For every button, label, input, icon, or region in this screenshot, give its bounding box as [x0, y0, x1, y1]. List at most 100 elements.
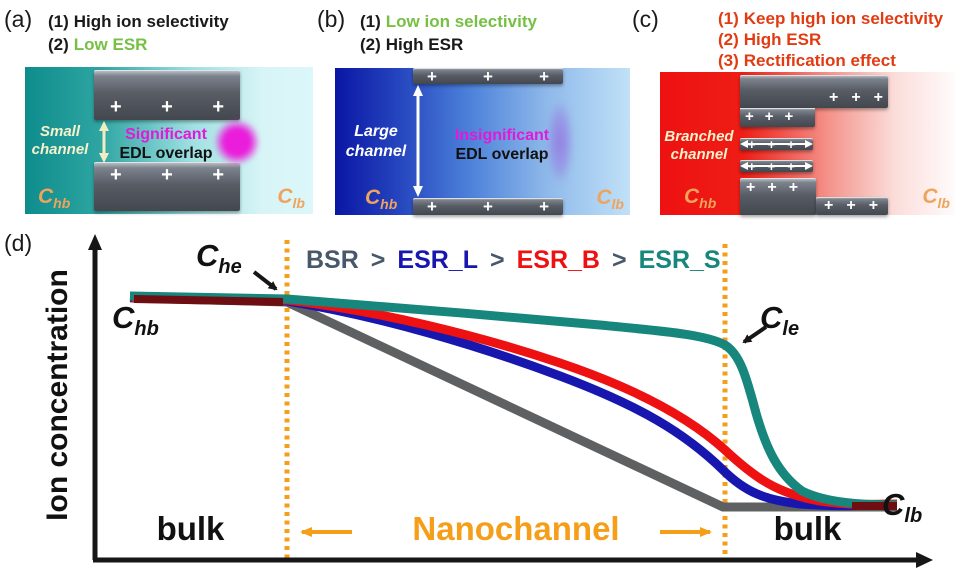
edl-overlap-caption: Insignificant EDL overlap — [454, 127, 550, 163]
legend-item-esr-l: ESR_L — [397, 246, 478, 274]
plus-charge-icon: + — [745, 108, 754, 125]
surface-charges: + + + — [829, 90, 883, 106]
plus-charge-icon: + — [846, 197, 856, 214]
surface-charges: + + + — [746, 180, 798, 196]
plus-charge-icon: + — [483, 66, 493, 86]
plus-charge-icon: + — [748, 159, 756, 174]
curve-esr-l — [129, 292, 898, 511]
c-lb-label: Clb — [882, 487, 923, 528]
plus-charge-icon: + — [161, 96, 173, 118]
panel-c-header: (1)Keep high ion selectivity (2)High ESR… — [718, 8, 943, 71]
low-concentration-label: Clb — [922, 184, 950, 211]
c-le-arrow-icon — [742, 325, 768, 344]
panel-c-point-1: (1)Keep high ion selectivity — [718, 9, 944, 28]
legend-separator: > — [370, 246, 386, 274]
plus-charge-icon: + — [427, 197, 437, 216]
plus-charge-icon: + — [110, 164, 122, 186]
ion-flow-arrow-icon — [740, 140, 813, 148]
panel-a-point-1: (1)High ion selectivity — [48, 12, 229, 31]
ion-flow-arrow-icon — [740, 162, 813, 170]
plus-charge-icon: + — [788, 179, 799, 196]
c-he-arrow-icon — [252, 270, 278, 291]
high-concentration-label: Chb — [38, 184, 71, 211]
channel-wall-bottom: + + + — [413, 198, 563, 215]
surface-charges: + + + — [745, 109, 793, 124]
plus-charge-icon: + — [787, 159, 795, 174]
surface-charges: + + + — [94, 165, 240, 185]
plus-charge-icon: + — [767, 179, 777, 196]
y-axis-arrow-icon — [88, 234, 102, 250]
plus-charge-icon: + — [868, 197, 879, 214]
legend-separator: > — [490, 246, 505, 274]
panel-c-point-2: (2)High ESR — [718, 30, 822, 49]
nanochannel-label: Nanochannel — [412, 510, 620, 547]
panel-b-point-1: (1)Low ion selectivity — [360, 12, 537, 31]
plus-charge-icon: + — [828, 89, 839, 106]
surface-charges: +++ — [748, 160, 795, 173]
channel-size-label: Small channel — [31, 123, 89, 158]
branched-wall-mid-1: + + + — [740, 138, 813, 151]
plus-charge-icon: + — [873, 89, 883, 106]
curve-esr-s — [129, 291, 898, 510]
plus-charge-icon: + — [539, 66, 549, 86]
c-hb-label: Chb — [112, 300, 159, 341]
surface-charges: + + + — [413, 198, 563, 215]
concentration-profile-chart — [88, 234, 933, 568]
plus-charge-icon: + — [427, 66, 437, 86]
plus-charge-icon: + — [483, 197, 493, 216]
surface-charges: +++ — [94, 97, 240, 117]
branched-wall-top-step: + + + — [740, 108, 815, 127]
curve-overlap-left — [133, 295, 284, 306]
legend-item-esr-s: ESR_S — [638, 246, 721, 274]
panel-c-point-3: (3)Rectification effect — [718, 51, 896, 70]
plus-charge-icon: + — [212, 164, 224, 186]
channel-wall-top: + + + — [413, 66, 563, 86]
channel-wall-bottom: + + + — [94, 162, 240, 211]
surface-charges: + + + — [748, 138, 795, 151]
branched-wall-bottom-step: + + + — [816, 197, 888, 215]
plus-charge-icon: + — [746, 179, 756, 196]
bulk-left-label: bulk — [156, 510, 225, 547]
branched-wall-bottom-main: + + + — [740, 178, 816, 215]
channel-height-arrow-icon — [413, 85, 423, 197]
panel-b-scene: + + + + + + Large channel Insignificant EDL … — [335, 68, 630, 215]
edl-overlap-caption: Significant EDL overlap — [119, 126, 213, 162]
high-concentration-label: Chb — [365, 185, 398, 212]
panel-a-point-2: (2)Low ESR — [48, 35, 148, 54]
plus-charge-icon: + — [851, 89, 861, 106]
branched-wall-top-main: + + + — [740, 75, 888, 108]
panel-c-scene: + + + + + + + + + + + + — [660, 72, 955, 215]
high-concentration-label: Chb — [684, 184, 717, 211]
panel-a-header: (1)High ion selectivity (2)Low ESR — [48, 10, 229, 56]
channel-wall-top: +++ — [94, 70, 240, 120]
plus-charge-icon: + — [784, 108, 794, 125]
surface-charges: + + + — [824, 198, 878, 214]
plus-charge-icon: + — [110, 96, 122, 118]
legend-item-bsr: BSR — [306, 246, 359, 274]
plus-charge-icon: + — [787, 137, 795, 152]
plus-charge-icon: + — [161, 164, 173, 186]
legend: BSR>ESR_L>ESR_B>ESR_S — [300, 246, 727, 275]
plus-charge-icon: + — [767, 137, 776, 152]
surface-charges: + + + — [413, 66, 563, 86]
panel-b-header: (1)Low ion selectivity (2)High ESR — [360, 10, 537, 56]
channel-size-label: Large channel — [345, 123, 407, 160]
x-axis-arrow-icon — [916, 552, 933, 568]
panel-d-label: (d) — [4, 230, 33, 256]
panel-a-scene: + + + + + + Small channel Significant EDL ov… — [25, 67, 313, 214]
panel-c-label: (c) — [632, 6, 659, 32]
panel-a-label: (a) — [4, 6, 33, 32]
channel-height-arrow-icon — [99, 121, 109, 163]
c-he-label: Che — [196, 238, 242, 279]
low-concentration-label: Clb — [596, 185, 624, 212]
plus-charge-icon: + — [764, 108, 774, 125]
plus-charge-icon: + — [824, 197, 834, 214]
low-concentration-label: Clb — [277, 184, 305, 211]
panel-b-point-2: (2)High ESR — [360, 35, 464, 54]
branched-wall-mid-2: +++ — [740, 160, 813, 173]
plus-charge-icon: + — [748, 137, 756, 152]
c-le-label: Cle — [760, 300, 800, 341]
plus-charge-icon: + — [539, 197, 549, 216]
edl-overlap-blob — [542, 86, 578, 198]
